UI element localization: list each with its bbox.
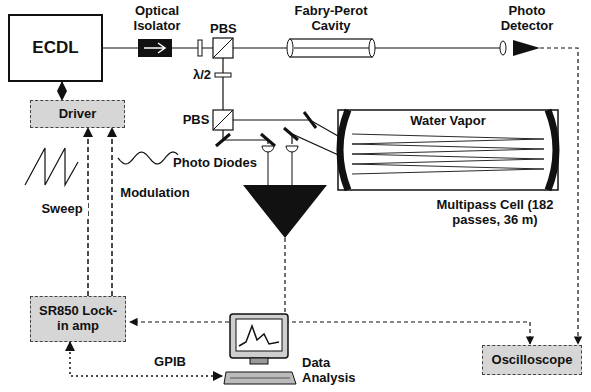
cavity-end [287,39,293,57]
beam-passes [352,134,544,174]
box-label: ECDL [32,38,78,58]
component-label: PBS [210,22,236,37]
lockin-box: SR850 Lock-in amp [30,296,126,342]
component-label: Photo Detector [494,4,560,34]
computer: Data Analysis [222,312,364,388]
cavity-end [369,39,375,57]
mirror [261,134,275,146]
half-wave-plate [215,73,231,77]
photodiode [286,146,298,152]
signal-label: Modulation [116,186,194,201]
probe-beam [233,120,345,140]
lens [500,41,506,55]
cell-mirror [548,110,556,190]
mirror [284,128,298,140]
fabry-perot-cavity [290,39,372,57]
driver-box: Driver [30,100,125,128]
cell-mirror [340,110,348,190]
signal-line [540,48,578,344]
waveplate [198,40,202,56]
mirror [304,112,316,128]
signal-connector [61,82,63,100]
component-label: Fabry-Perot Cavity [288,4,374,34]
box-label: Oscilloscope [492,353,573,368]
sawtooth-wave [25,148,78,185]
amplifier [243,185,327,238]
component-label: Optical Isolator [126,4,188,34]
isolator-arrow [144,43,165,53]
box-label: SR850 Lock-in amp [37,304,119,334]
signal-line [285,322,530,344]
optical-isolator [138,39,172,57]
computer-label: Data Analysis [302,356,364,386]
signal-label: GPIB [148,355,192,370]
signal-line [130,238,285,322]
signal-label: Sweep [36,202,88,217]
laser-box: ECDL [8,14,103,82]
component-label: Water Vapor [396,114,500,129]
oscilloscope-box: Oscilloscope [482,345,582,375]
beam-splitter [213,38,233,58]
photo-detector [513,40,540,56]
sine-wave [118,152,178,164]
box-label: Driver [59,107,97,122]
mirror [216,134,230,146]
multipass-cell [338,110,558,190]
beam-splitter [213,110,233,130]
component-label: PBS [182,113,210,128]
component-label: λ/2 [190,68,214,83]
component-label: Photo Diodes [170,156,260,171]
splitter-diagonal [213,38,233,58]
signal-connector [111,128,113,296]
computer-icon [222,312,298,388]
reference-beam [223,130,268,144]
signal-connector [70,342,222,376]
component-label: Multipass Cell (182 passes, 36 m) [420,198,570,228]
photodiode [262,146,274,152]
